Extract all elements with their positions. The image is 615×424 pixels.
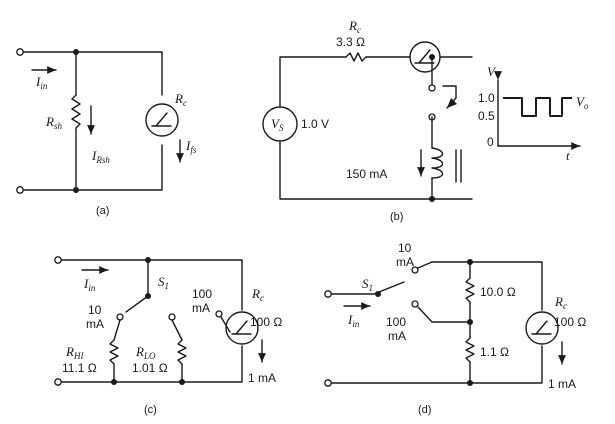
pos100-a: 100 <box>192 287 212 301</box>
pos10-b: mA <box>86 317 104 331</box>
vs-value: 1.0 V <box>301 117 329 131</box>
rc-value-b: 3.3 Ω <box>336 35 365 49</box>
rhi-resistor <box>109 339 119 365</box>
pos10-a: 10 <box>88 303 102 317</box>
selector-switch <box>125 295 149 313</box>
rsh-label: Rsh <box>45 114 62 131</box>
iin-label: Iin <box>35 74 48 91</box>
terminal-top-left <box>16 48 24 56</box>
pos100-a-d: 100 <box>386 315 406 329</box>
meter-current-c: 1 mA <box>248 371 276 385</box>
iin-label-c: Iin <box>83 276 96 293</box>
pos100-b-d: mA <box>388 329 406 343</box>
terminal-c-top <box>54 256 62 264</box>
selector-switch-d <box>329 281 405 295</box>
meter-icon <box>409 41 441 73</box>
rc-label: Rc <box>174 91 187 108</box>
circuit-b: VS 1.0 V 150 mA Rc 3.3 Ω V 1.0 0.5 0 Vo … <box>262 18 589 223</box>
s1-label-d: S1 <box>362 276 373 293</box>
voltage-source-icon <box>262 106 298 142</box>
rc-label-b: Rc <box>348 18 361 35</box>
s1-label-c: S1 <box>158 274 169 291</box>
circuit-a: Iin Rsh IRsh Rc Ifs (a) <box>16 48 197 217</box>
coil-current: 150 mA <box>346 167 387 181</box>
rhi-value: 11.1 Ω <box>62 361 97 375</box>
rc-value-c: 100 Ω <box>250 315 282 329</box>
rc-value-d: 100 Ω <box>554 315 586 329</box>
meter-icon <box>145 103 179 137</box>
meter-current-d: 1 mA <box>548 377 576 391</box>
tick-lo: 0 <box>487 135 494 149</box>
output-waveform <box>494 71 581 150</box>
circuit-d: S1 Iin 10 mA 100 mA 10.0 Ω 1.1 Ω Rc 100 … <box>324 241 586 416</box>
pos10-a-d: 10 <box>398 241 412 255</box>
r2-value: 1.1 Ω <box>480 345 509 359</box>
ifs-label: Ifs <box>185 138 197 155</box>
caption-d: (d) <box>418 404 431 416</box>
circuit-c: Iin S1 10 mA 100 mA RHI 11.1 Ω RLO 1.01 … <box>54 256 282 416</box>
resistor-1-ohm <box>465 337 475 363</box>
caption-b: (b) <box>390 211 403 223</box>
resistor-10-ohm <box>465 277 475 303</box>
irsh-label: IRsh <box>91 148 110 165</box>
terminal-c-bottom <box>54 378 62 386</box>
caption-a: (a) <box>96 205 109 217</box>
r1-value: 10.0 Ω <box>480 285 516 299</box>
shunt-resistor <box>71 94 81 129</box>
terminal-d-top <box>324 290 332 298</box>
rlo-resistor <box>177 339 187 365</box>
axis-t: t <box>566 148 570 163</box>
meter-icon <box>225 311 259 345</box>
rlo-label: RLO <box>135 344 156 361</box>
series-resistor <box>345 52 367 62</box>
tick-hi: 1.0 <box>478 91 495 105</box>
rc-label-d: Rc <box>554 294 567 311</box>
axis-v: V <box>487 64 497 79</box>
rhi-label: RHI <box>65 344 84 361</box>
vo-label: Vo <box>576 94 589 111</box>
iin-label-d: Iin <box>347 312 360 329</box>
terminal-d-bottom <box>324 379 332 387</box>
pos10-b-d: mA <box>396 255 414 269</box>
rlo-value: 1.01 Ω <box>132 361 168 375</box>
vs-label: VS <box>271 116 284 133</box>
caption-c: (c) <box>144 404 157 416</box>
rc-label-c: Rc <box>251 286 264 303</box>
tick-mid: 0.5 <box>478 109 495 123</box>
terminal-bottom-left <box>16 186 24 194</box>
meter-icon <box>525 311 559 345</box>
pos100-b: mA <box>192 301 210 315</box>
relay-coil <box>431 147 444 179</box>
